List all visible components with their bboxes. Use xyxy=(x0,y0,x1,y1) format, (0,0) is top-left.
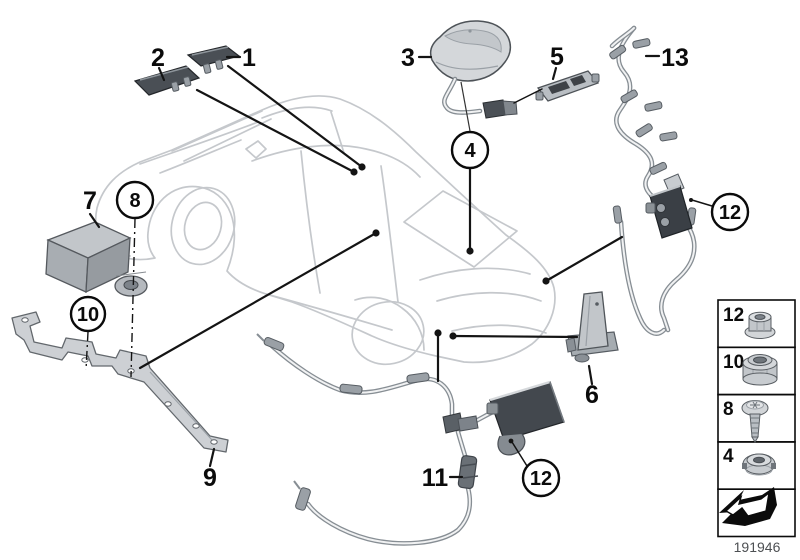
svg-text:12: 12 xyxy=(723,305,744,326)
svg-text:5: 5 xyxy=(550,43,564,71)
svg-text:8: 8 xyxy=(723,399,734,420)
part-9-bracket xyxy=(11,311,229,453)
svg-text:12: 12 xyxy=(719,202,741,224)
callout-2[interactable]: 2 xyxy=(151,44,165,72)
svg-text:10: 10 xyxy=(723,352,744,373)
callout-11[interactable]: 11 xyxy=(422,464,449,492)
part-7-control-module xyxy=(45,221,148,297)
flange-nut-icon xyxy=(744,311,776,339)
callout-6[interactable]: 6 xyxy=(585,381,599,409)
legend-row-10[interactable]: 10 xyxy=(723,352,778,386)
svg-text:10: 10 xyxy=(77,304,99,326)
svg-text:4: 4 xyxy=(464,140,476,162)
harness-clips xyxy=(609,38,697,226)
legend-row-12[interactable]: 12 xyxy=(723,305,776,339)
svg-text:13: 13 xyxy=(661,44,689,72)
callout-7[interactable]: 7 xyxy=(83,187,97,215)
part-13-cable-harness xyxy=(609,25,697,336)
legend-row-8[interactable]: 8 xyxy=(723,399,769,443)
callout-8-circle[interactable]: 8 xyxy=(115,180,155,220)
part-2-antenna-module xyxy=(133,65,201,96)
svg-text:9: 9 xyxy=(203,464,217,492)
part-12-amplifier-bottom xyxy=(486,380,565,456)
leader-lines xyxy=(85,54,713,479)
collar-nut-icon xyxy=(742,354,778,386)
svg-text:4: 4 xyxy=(723,446,734,467)
torx-screw-icon xyxy=(741,400,769,443)
rear-lid-cable-harness xyxy=(256,333,500,546)
callout-4-circle[interactable]: 4 xyxy=(450,130,490,170)
doc-number: 191946 xyxy=(734,539,781,555)
part-3-gps-antenna xyxy=(429,20,518,132)
legend-row-4[interactable]: 4 xyxy=(723,446,776,476)
svg-text:11: 11 xyxy=(422,464,449,492)
svg-text:6: 6 xyxy=(585,381,599,409)
svg-text:3: 3 xyxy=(401,44,415,72)
part-6-rear-antenna xyxy=(565,291,619,363)
svg-text:1: 1 xyxy=(242,44,256,72)
callout-3[interactable]: 3 xyxy=(401,44,415,72)
callout-13[interactable]: 13 xyxy=(661,44,689,72)
svg-text:8: 8 xyxy=(129,190,140,212)
part-11-cable-connector xyxy=(457,455,479,490)
direction-arrow-icon xyxy=(719,487,777,526)
part-5-holder xyxy=(513,70,600,104)
svg-text:12: 12 xyxy=(530,468,552,490)
svg-text:7: 7 xyxy=(83,187,97,215)
fastener-legend: 12 10 8 xyxy=(717,299,796,538)
car-outline xyxy=(87,94,556,366)
callout-12-circle-top[interactable]: 12 xyxy=(710,192,750,232)
callout-1[interactable]: 1 xyxy=(242,44,256,72)
callout-5[interactable]: 5 xyxy=(550,43,564,71)
slotted-nut-icon xyxy=(742,453,776,476)
callout-9[interactable]: 9 xyxy=(203,464,217,492)
callout-10-circle[interactable]: 10 xyxy=(69,295,107,333)
svg-text:2: 2 xyxy=(151,44,165,72)
callout-12-circle-bottom[interactable]: 12 xyxy=(521,458,561,498)
part-12-amplifier-top xyxy=(645,173,693,239)
